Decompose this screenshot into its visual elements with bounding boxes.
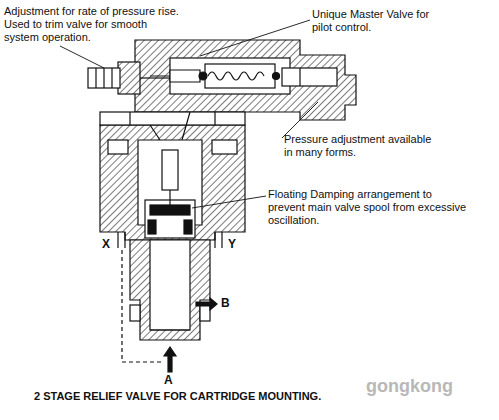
watermark: gongkong xyxy=(366,380,453,393)
callout-text: Floating Damping arrangement to prevent … xyxy=(268,188,468,227)
port-label: X xyxy=(102,238,110,251)
port-label: B xyxy=(221,297,230,310)
callout-text: Pressure adjustment available in many fo… xyxy=(284,133,434,159)
port-label: Y xyxy=(228,238,236,251)
caption: 2 STAGE RELIEF VALVE FOR CARTRIDGE MOUNT… xyxy=(34,390,321,403)
port-label: A xyxy=(164,374,173,387)
callout-text: Unique Master Valve for pilot control. xyxy=(312,8,452,34)
callout-text: Adjustment for rate of pressure rise. Us… xyxy=(4,5,182,44)
